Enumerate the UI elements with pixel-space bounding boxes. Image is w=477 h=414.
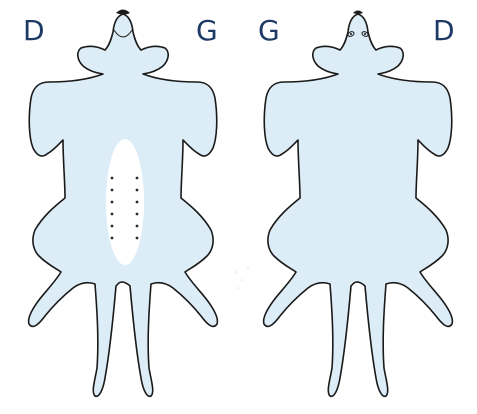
- nipple-dot: [136, 201, 139, 204]
- dorsal-view-figure: [264, 11, 453, 397]
- speck: [237, 287, 239, 289]
- nipple-dot: [111, 225, 114, 228]
- nipple-dot: [136, 189, 139, 192]
- nipple-dot: [136, 237, 139, 240]
- nipple-dot: [111, 189, 114, 192]
- dorsal-body-outline: [264, 14, 453, 396]
- dorsal-nose: [353, 11, 363, 15]
- nipple-dot: [111, 177, 114, 180]
- speck: [241, 279, 243, 281]
- background-specks: [235, 267, 249, 289]
- speck: [235, 271, 237, 273]
- right-pupil: [364, 33, 366, 35]
- nipple-dot: [136, 225, 139, 228]
- nipple-dot: [136, 213, 139, 216]
- nipple-dot: [111, 237, 114, 240]
- ventral-view-figure: [29, 10, 218, 397]
- nipple-dot: [111, 213, 114, 216]
- nipple-dot: [136, 177, 139, 180]
- speck: [247, 267, 249, 269]
- ventral-nose: [116, 10, 130, 15]
- nipple-dot: [111, 201, 114, 204]
- left-pupil: [350, 33, 352, 35]
